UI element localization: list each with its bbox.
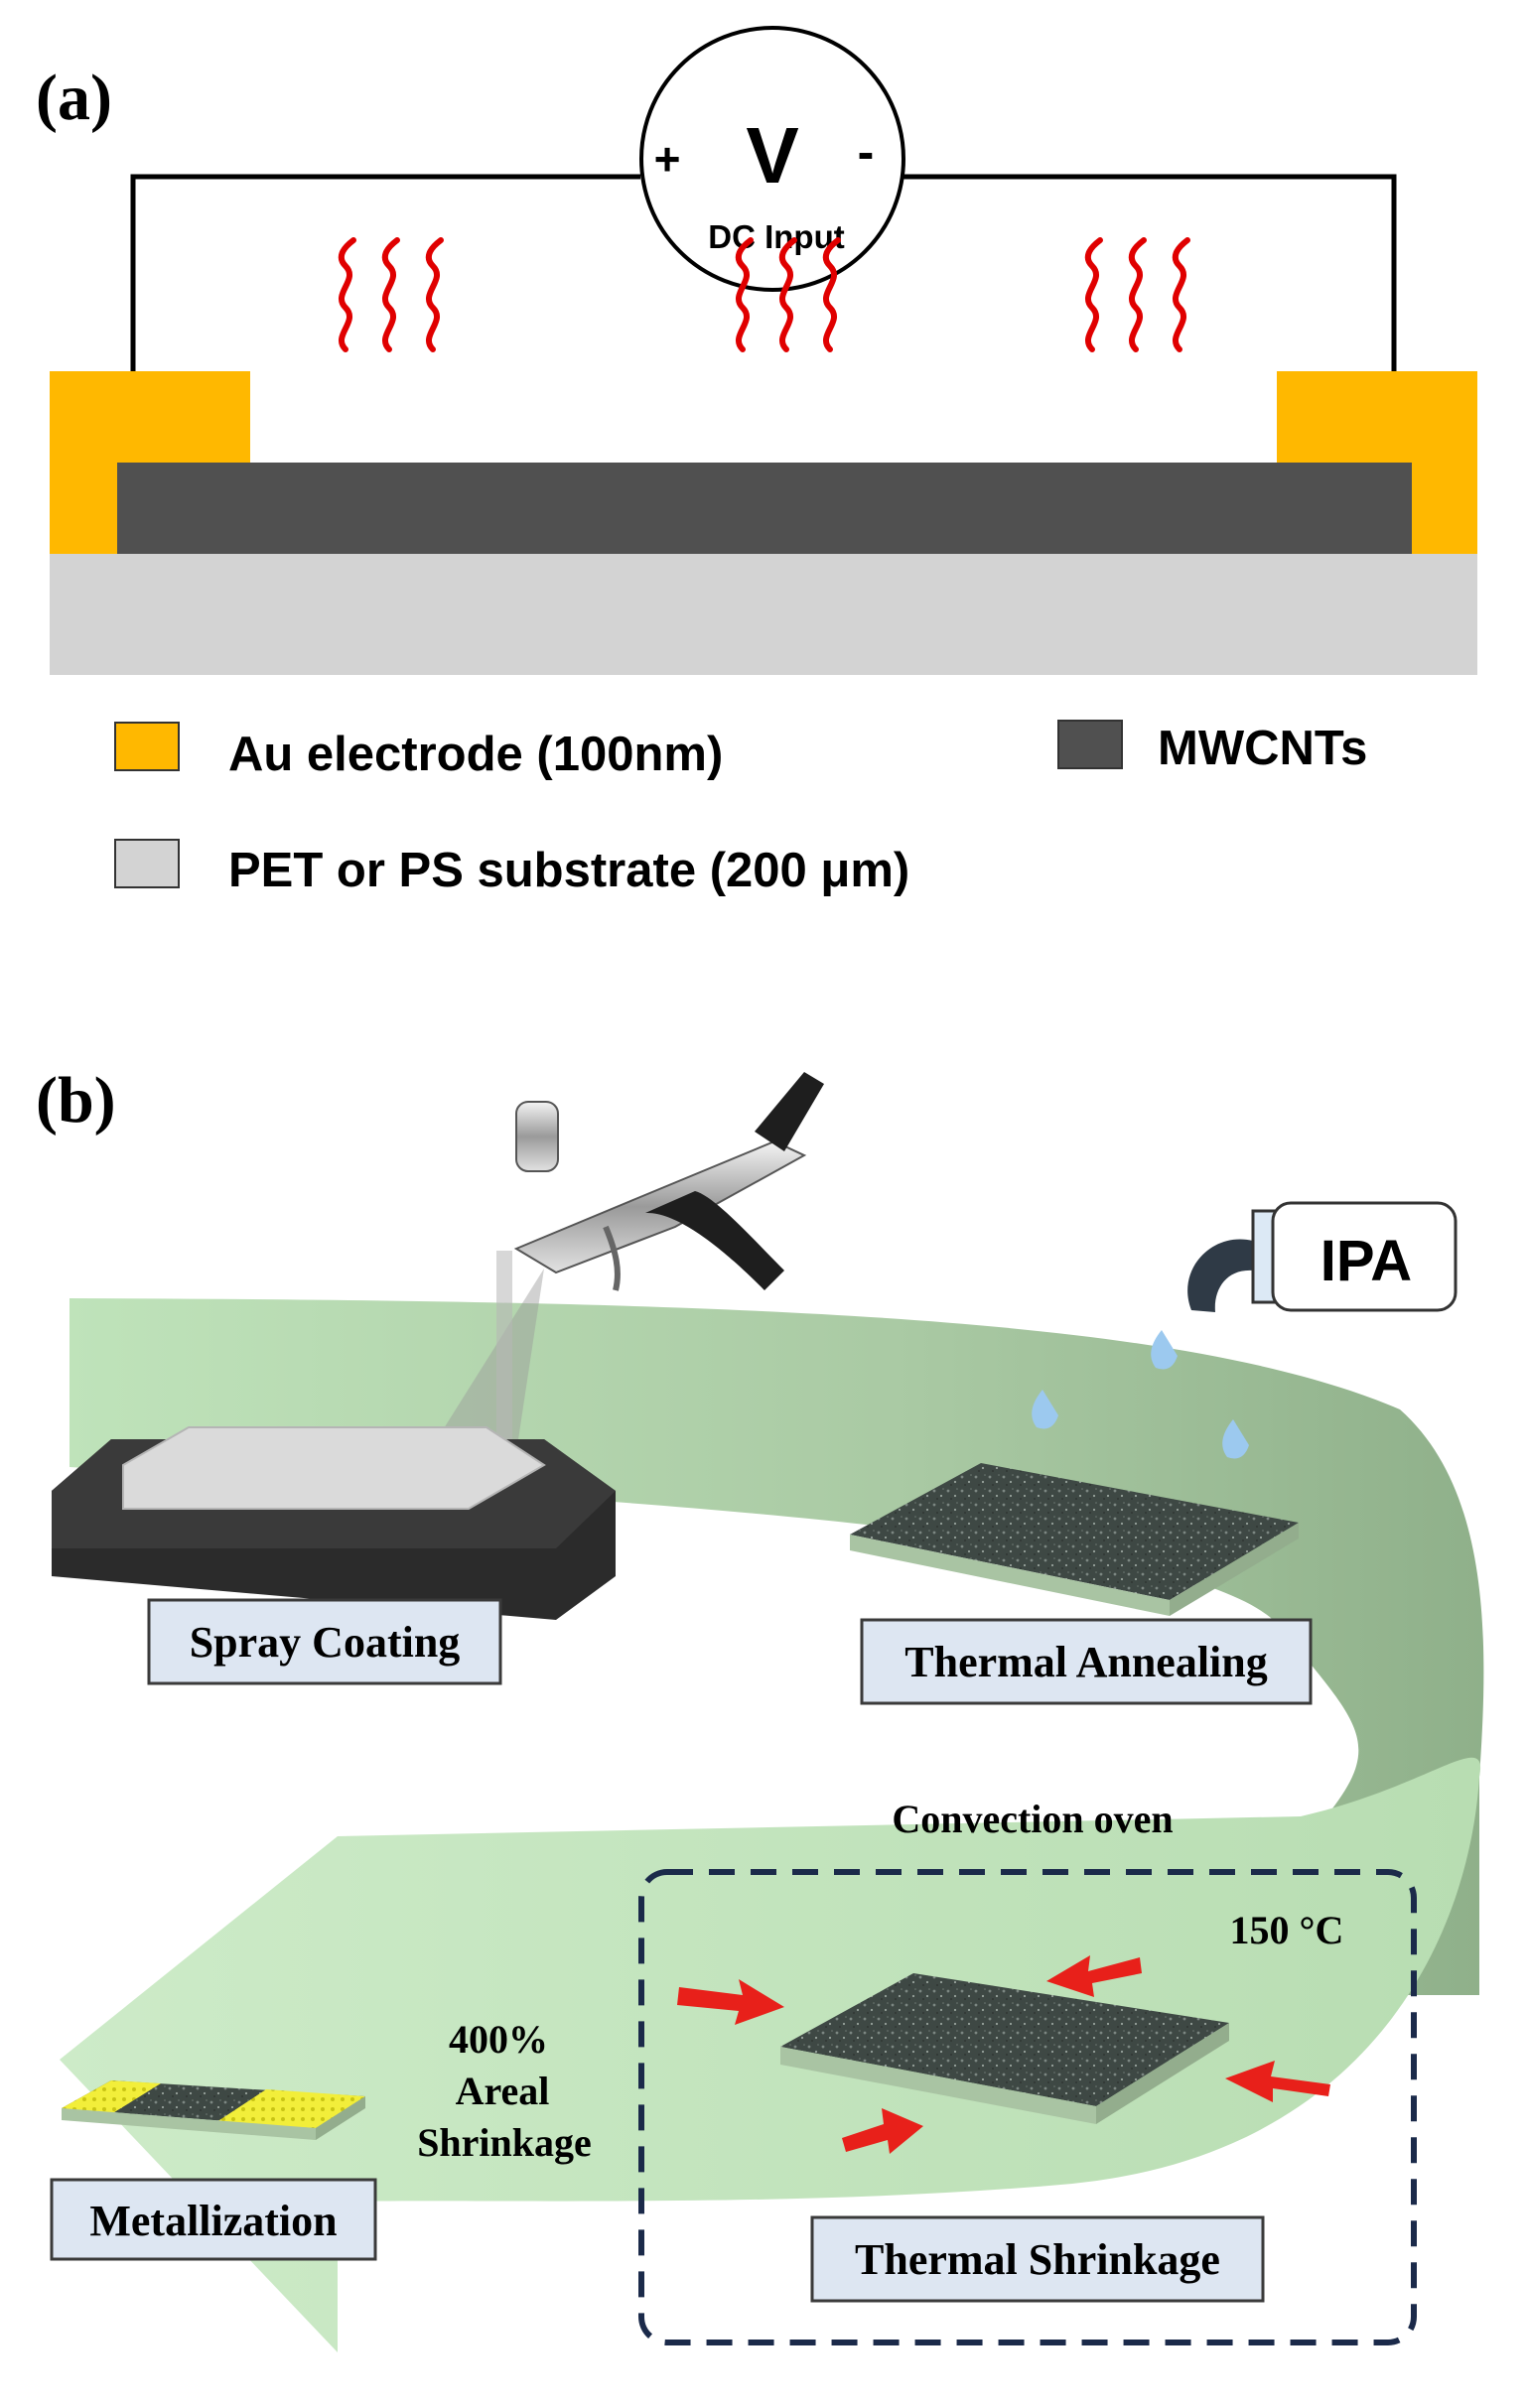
droplet-icon [1151, 1330, 1178, 1370]
device-edge-side [316, 2096, 365, 2140]
dc-voltage-source: + V - DC Input [639, 26, 905, 292]
spray-gun-tail [755, 1072, 824, 1151]
panel-b-label: (b) [36, 1064, 116, 1137]
wire-left [130, 174, 640, 375]
oven-label: Convection oven [892, 1797, 1173, 1841]
metal-pad-left [62, 2080, 161, 2114]
shrink-note-line-1: 400% [449, 2017, 548, 2062]
legend-swatch-substrate [114, 839, 180, 888]
shrink-note-line-3: Shrinkage [417, 2120, 592, 2165]
red-arrow-icon [677, 1979, 784, 2025]
annealed-film [850, 1463, 1299, 1616]
legend-label-substrate: PET or PS substrate (200 μm) [228, 844, 909, 897]
bottle-label: IPA [1320, 1229, 1412, 1293]
device-edge-front [62, 2108, 316, 2140]
shrink-note-line-2: Areal [456, 2069, 550, 2113]
droplet-icon [1032, 1390, 1058, 1429]
metallization-label: Metallization [89, 2197, 337, 2245]
red-arrow-icon [842, 2108, 923, 2154]
wire-right [892, 174, 1397, 375]
heat-wave-icon [425, 237, 444, 352]
film-edge-side [1170, 1523, 1299, 1616]
legend: Au electrode (100nm) MWCNTs PET or PS su… [114, 720, 1367, 897]
bottle-body-icon [1271, 1201, 1458, 1312]
red-arrow-icon [1046, 1955, 1142, 1997]
anneal-label-box [860, 1618, 1313, 1705]
film-top [850, 1463, 1299, 1600]
spray-label-box [147, 1598, 502, 1685]
metal-label-box [50, 2178, 377, 2261]
film-edge-front [850, 1535, 1170, 1616]
convection-oven: Convection oven 150 °C [638, 1797, 1417, 2345]
minus-sign: - [858, 124, 875, 180]
legend-label-electrode: Au electrode (100nm) [228, 728, 723, 781]
dc-input-caption: DC Input [708, 218, 844, 255]
step-label-metal: Metallization [50, 2178, 377, 2261]
spray-coating-label: Spray Coating [190, 1618, 461, 1667]
heat-waves [338, 237, 1190, 352]
metal-pad-right [216, 2089, 365, 2128]
substrate-layer [50, 554, 1477, 675]
heat-wave-icon [1172, 237, 1190, 352]
shrink-label-box [810, 2215, 1265, 2303]
red-arrow-icon [1225, 2061, 1330, 2102]
metallized-device [62, 2080, 365, 2140]
shrink-film-top [780, 1973, 1229, 2106]
droplet-icon [1222, 1419, 1249, 1459]
temperature-label: 150 °C [1230, 1908, 1344, 1952]
device-cross-section [50, 371, 1477, 675]
paint-cup-icon [515, 1101, 559, 1172]
heat-wave-icon [1128, 237, 1147, 352]
heat-wave-icon [1084, 237, 1103, 352]
shrink-note: 400% Areal Shrinkage [417, 2017, 592, 2165]
compression-arrows [677, 1955, 1330, 2154]
voltmeter-icon [639, 26, 905, 292]
plus-sign: + [654, 133, 681, 185]
thermal-annealing-label: Thermal Annealing [904, 1638, 1268, 1686]
step-label-anneal: Thermal Annealing [860, 1618, 1313, 1705]
ipa-bottle: IPA [1032, 1201, 1458, 1459]
legend-swatch-mwcnt [1057, 720, 1123, 769]
legend-swatch-electrode [114, 722, 180, 771]
mwcnt-layer [117, 463, 1412, 554]
heat-wave-icon [778, 237, 797, 352]
step-label-shrink: Thermal Shrinkage [810, 2215, 1265, 2303]
shrink-film-edge-side [1096, 2023, 1229, 2124]
shrinking-film [780, 1973, 1229, 2124]
bottle-nozzle [1187, 1239, 1253, 1312]
legend-label-mwcnt: MWCNTs [1158, 722, 1367, 775]
heat-wave-icon [338, 237, 356, 352]
voltage-symbol: V [746, 111, 798, 200]
step-label-spray: Spray Coating [147, 1598, 502, 1685]
spray-gun-handle [645, 1191, 784, 1290]
spray-stage [52, 1426, 616, 1620]
heat-wave-icon [735, 237, 754, 352]
panel-a-label: (a) [36, 62, 112, 134]
substrate-plate [122, 1426, 546, 1510]
heat-wave-icon [381, 237, 400, 352]
thermal-shrinkage-label: Thermal Shrinkage [855, 2235, 1220, 2284]
heat-wave-icon [822, 237, 841, 352]
shrink-film-edge-front [780, 2047, 1096, 2124]
arrow-body-lower [60, 1757, 1481, 2352]
spray-gun-trigger [603, 1225, 621, 1291]
oven-border [638, 1869, 1417, 2345]
